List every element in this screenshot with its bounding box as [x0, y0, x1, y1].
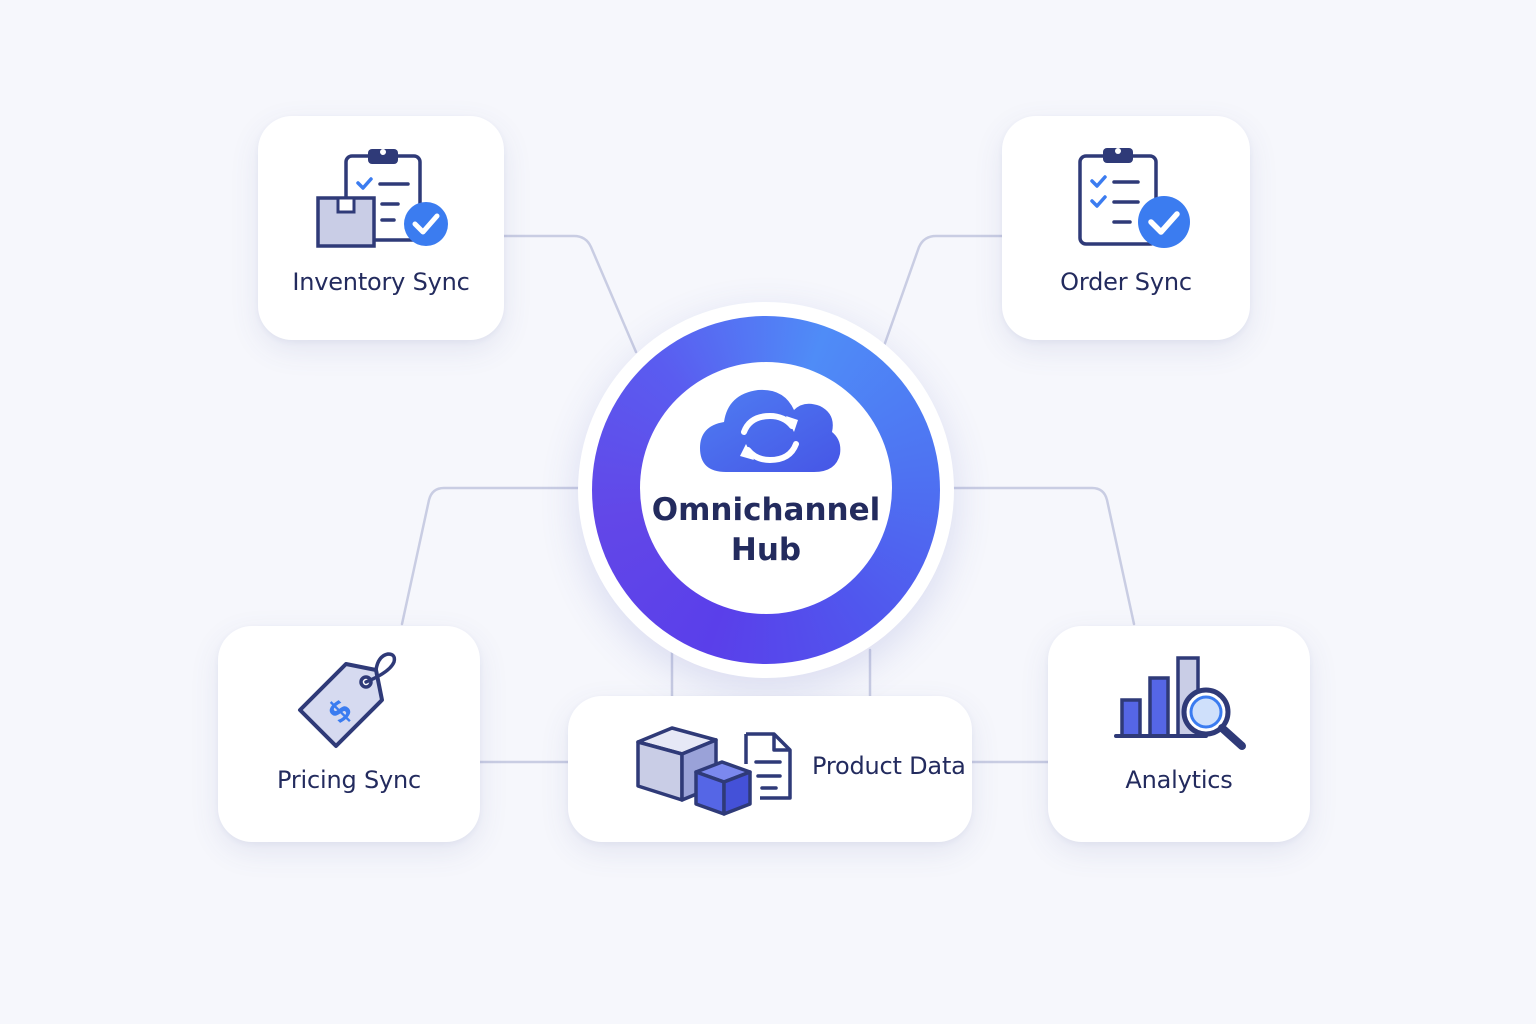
connector-analytics: [952, 486, 1136, 626]
node-analytics-label: Analytics: [1125, 766, 1233, 794]
cloud-sync-icon: [700, 389, 841, 472]
clipboard-check-icon: [1078, 148, 1190, 248]
node-order-sync[interactable]: Order Sync: [1002, 116, 1250, 340]
connector-order: [882, 234, 1004, 348]
node-inventory-sync[interactable]: Inventory Sync: [258, 116, 504, 340]
node-analytics[interactable]: Analytics: [1048, 626, 1310, 842]
node-pricing-label: Pricing Sync: [277, 766, 421, 794]
node-product-label: Product Data: [812, 752, 966, 780]
clipboard-box-check-icon: [316, 149, 448, 248]
connector-pricing: [400, 486, 580, 626]
hub-title: Omnichannel Hub: [640, 490, 892, 570]
bar-chart-magnifier-icon: [1114, 656, 1246, 750]
node-order-label: Order Sync: [1060, 268, 1192, 296]
price-tag-icon: $: [298, 652, 397, 748]
hub-title-line1: Omnichannel: [651, 492, 881, 528]
node-product-data[interactable]: Product Data: [568, 696, 972, 842]
node-inventory-label: Inventory Sync: [292, 268, 470, 296]
connector-inventory: [502, 234, 638, 354]
cubes-document-icon: [636, 726, 792, 816]
hub-title-line2: Hub: [730, 532, 802, 568]
node-pricing-sync[interactable]: $ Pricing Sync: [218, 626, 480, 842]
